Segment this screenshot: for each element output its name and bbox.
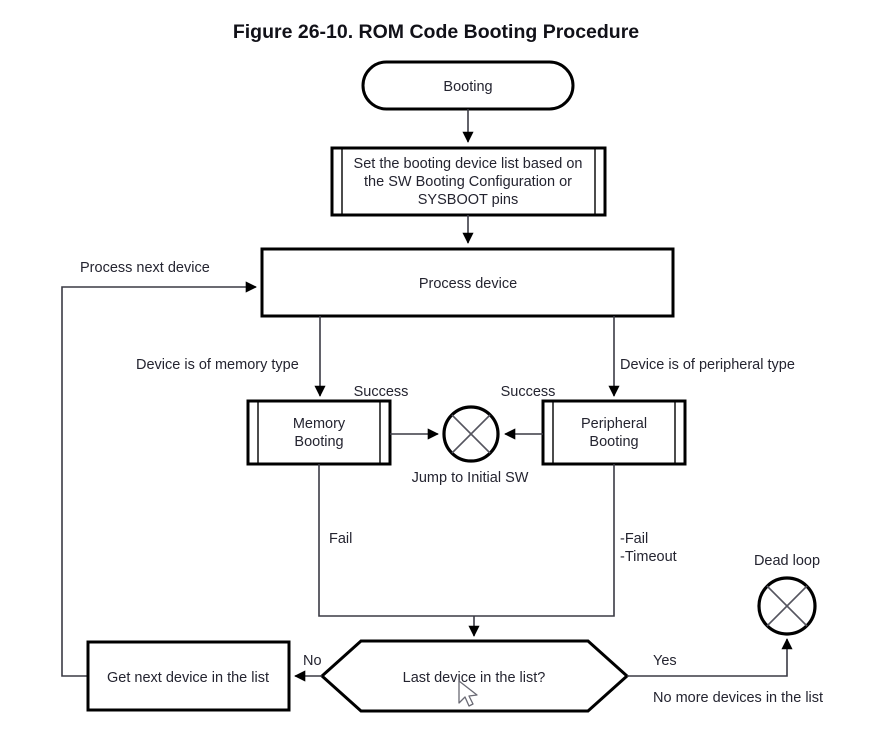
peripheral-booting-label-line1: Peripheral (581, 416, 647, 432)
edge-label-no-more-devices: No more devices in the list (653, 690, 823, 706)
node-peripheral-booting: Peripheral Booting (541, 399, 687, 466)
peripheral-booting-label-line2: Booting (589, 434, 638, 450)
decision-label: Last device in the list? (403, 670, 546, 686)
connector-getnext-to-process (61, 281, 257, 677)
node-dead-loop: Dead loop (754, 553, 820, 636)
edge-label-fail-right-2: -Timeout (620, 549, 677, 565)
dead-loop-caption: Dead loop (754, 553, 820, 569)
process-device-shape (260, 247, 675, 318)
setlist-label-line3: SYSBOOT pins (418, 192, 518, 208)
node-set-booting-device-list: Set the booting device list based on the… (330, 146, 607, 217)
edge-label-yes: Yes (653, 653, 677, 669)
edge-label-process-next-device: Process next device (80, 260, 210, 276)
memory-booting-shape (246, 399, 392, 466)
edge-label-memory-type: Device is of memory type (136, 357, 299, 373)
booting-label: Booting (443, 79, 492, 95)
jump-junction-cross-b (451, 414, 491, 454)
edge-label-peripheral-type: Device is of peripheral type (620, 357, 795, 373)
node-last-device-decision: Last device in the list? (319, 639, 630, 713)
get-next-label: Get next device in the list (107, 670, 269, 686)
edge-label-success-left: Success (354, 384, 409, 400)
figure-title: Figure 26-10. ROM Code Booting Procedure (233, 21, 639, 43)
setlist-label-line1: Set the booting device list based on (354, 156, 583, 172)
node-process-device: Process device (260, 247, 675, 318)
edge-label-fail-left: Fail (329, 531, 352, 547)
edge-label-success-right: Success (501, 384, 556, 400)
memory-booting-label-line1: Memory (293, 416, 346, 432)
node-booting: Booting (361, 60, 575, 111)
node-memory-booting: Memory Booting (246, 399, 392, 466)
memory-booting-label-line2: Booting (294, 434, 343, 450)
get-next-shape (86, 640, 291, 712)
edge-label-fail-right-1: -Fail (620, 531, 648, 547)
connector-fail-merge-rail (318, 464, 615, 617)
edge-label-no: No (303, 653, 322, 669)
setlist-label-line2: the SW Booting Configuration or (364, 174, 572, 190)
jump-junction-caption: Jump to Initial SW (412, 470, 529, 486)
dead-loop-cross-b (766, 585, 808, 627)
node-get-next-device: Get next device in the list (86, 640, 291, 712)
setlist-shape (330, 146, 607, 217)
process-device-label: Process device (419, 276, 517, 292)
connector-decision-yes (627, 638, 793, 677)
node-jump-to-initial-sw: Jump to Initial SW (412, 405, 529, 486)
peripheral-booting-shape (541, 399, 687, 466)
